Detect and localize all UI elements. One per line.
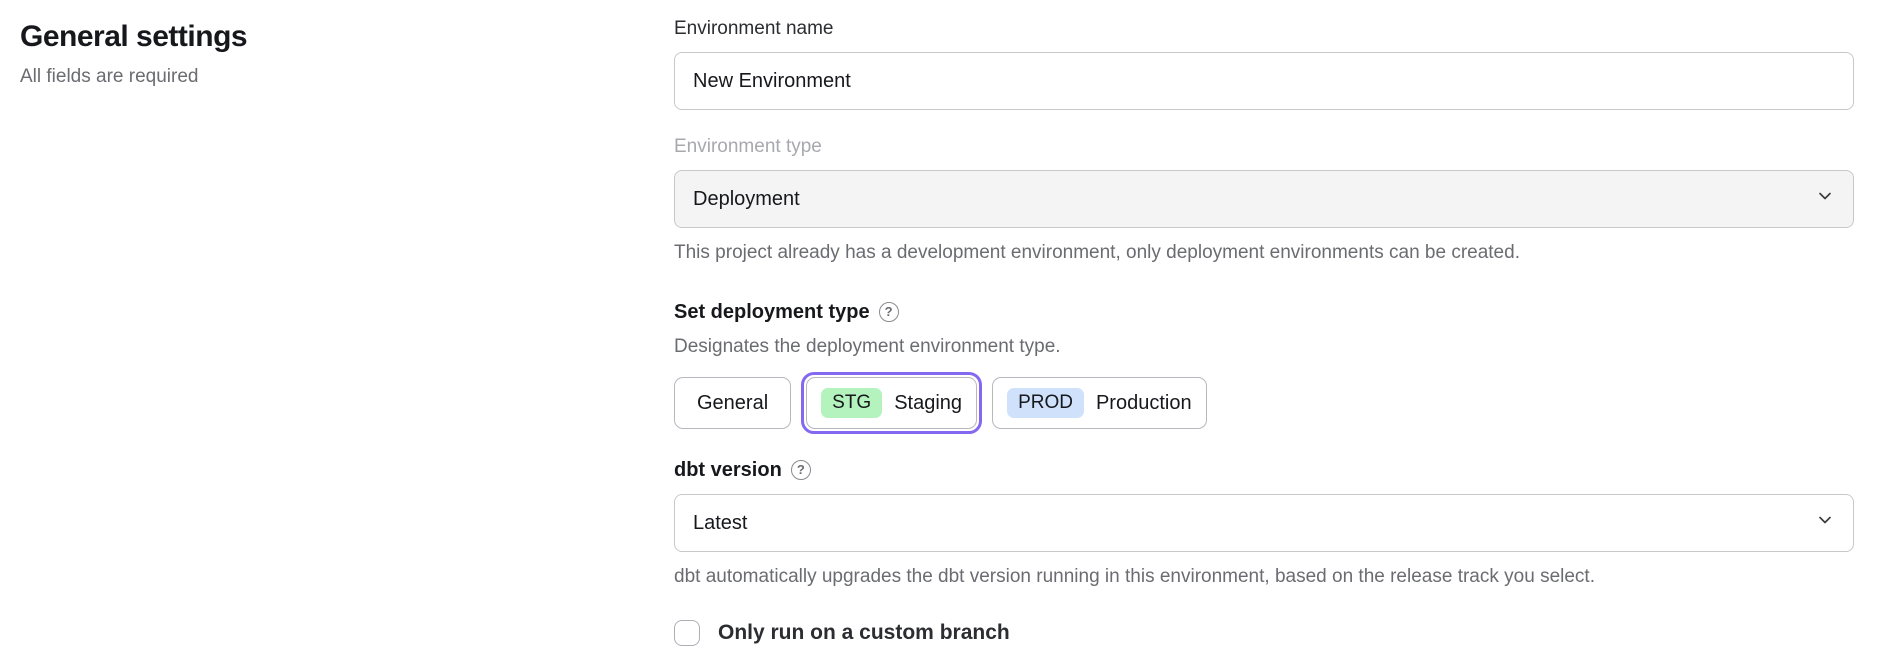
dbt-version-select[interactable]: Latest [674, 494, 1854, 552]
page-subtitle: All fields are required [20, 66, 199, 87]
help-icon[interactable]: ? [878, 302, 899, 322]
custom-branch-checkbox[interactable] [674, 620, 700, 646]
help-icon[interactable]: ? [790, 460, 811, 480]
chevron-down-icon [1815, 186, 1835, 212]
environment-name-label: Environment name [674, 18, 834, 39]
deployment-type-staging-label: Staging [894, 391, 963, 414]
chevron-down-icon [1815, 510, 1835, 536]
deployment-type-production-button[interactable]: PROD Production [992, 377, 1207, 429]
deployment-type-general-button[interactable]: General [674, 377, 792, 429]
deployment-type-general-label: General [697, 391, 769, 414]
custom-branch-row: Only run on a custom branch [674, 620, 1854, 646]
page-title: General settings [20, 20, 248, 53]
dbt-version-heading-row: dbt version ? [674, 458, 1854, 482]
dbt-version-heading: dbt version [674, 459, 782, 481]
environment-type-value: Deployment [693, 187, 800, 210]
environment-type-label: Environment type [674, 136, 822, 157]
dbt-version-value: Latest [693, 511, 748, 534]
deployment-type-selected-ring: STG Staging [801, 372, 983, 434]
section-intro: General settings All fields are required [20, 0, 674, 646]
custom-branch-label[interactable]: Only run on a custom branch [718, 621, 1010, 644]
deployment-type-heading: Set deployment type [674, 301, 870, 323]
deployment-type-heading-row: Set deployment type ? [674, 300, 1854, 324]
environment-type-select: Deployment [674, 170, 1854, 228]
deployment-type-staging-button[interactable]: STG Staging [806, 377, 978, 429]
general-settings-page: General settings All fields are required… [20, 0, 1854, 646]
staging-badge: STG [821, 388, 883, 418]
deployment-type-description: Designates the deployment environment ty… [674, 336, 1061, 357]
dbt-version-helper: dbt automatically upgrades the dbt versi… [674, 566, 1595, 587]
deployment-type-options: General STG Staging PROD Production [674, 372, 1854, 434]
settings-form: Environment name Environment type Deploy… [674, 0, 1854, 646]
environment-type-helper: This project already has a development e… [674, 242, 1520, 263]
environment-name-input[interactable] [674, 52, 1854, 110]
deployment-type-production-label: Production [1095, 391, 1192, 414]
production-badge: PROD [1007, 388, 1084, 418]
